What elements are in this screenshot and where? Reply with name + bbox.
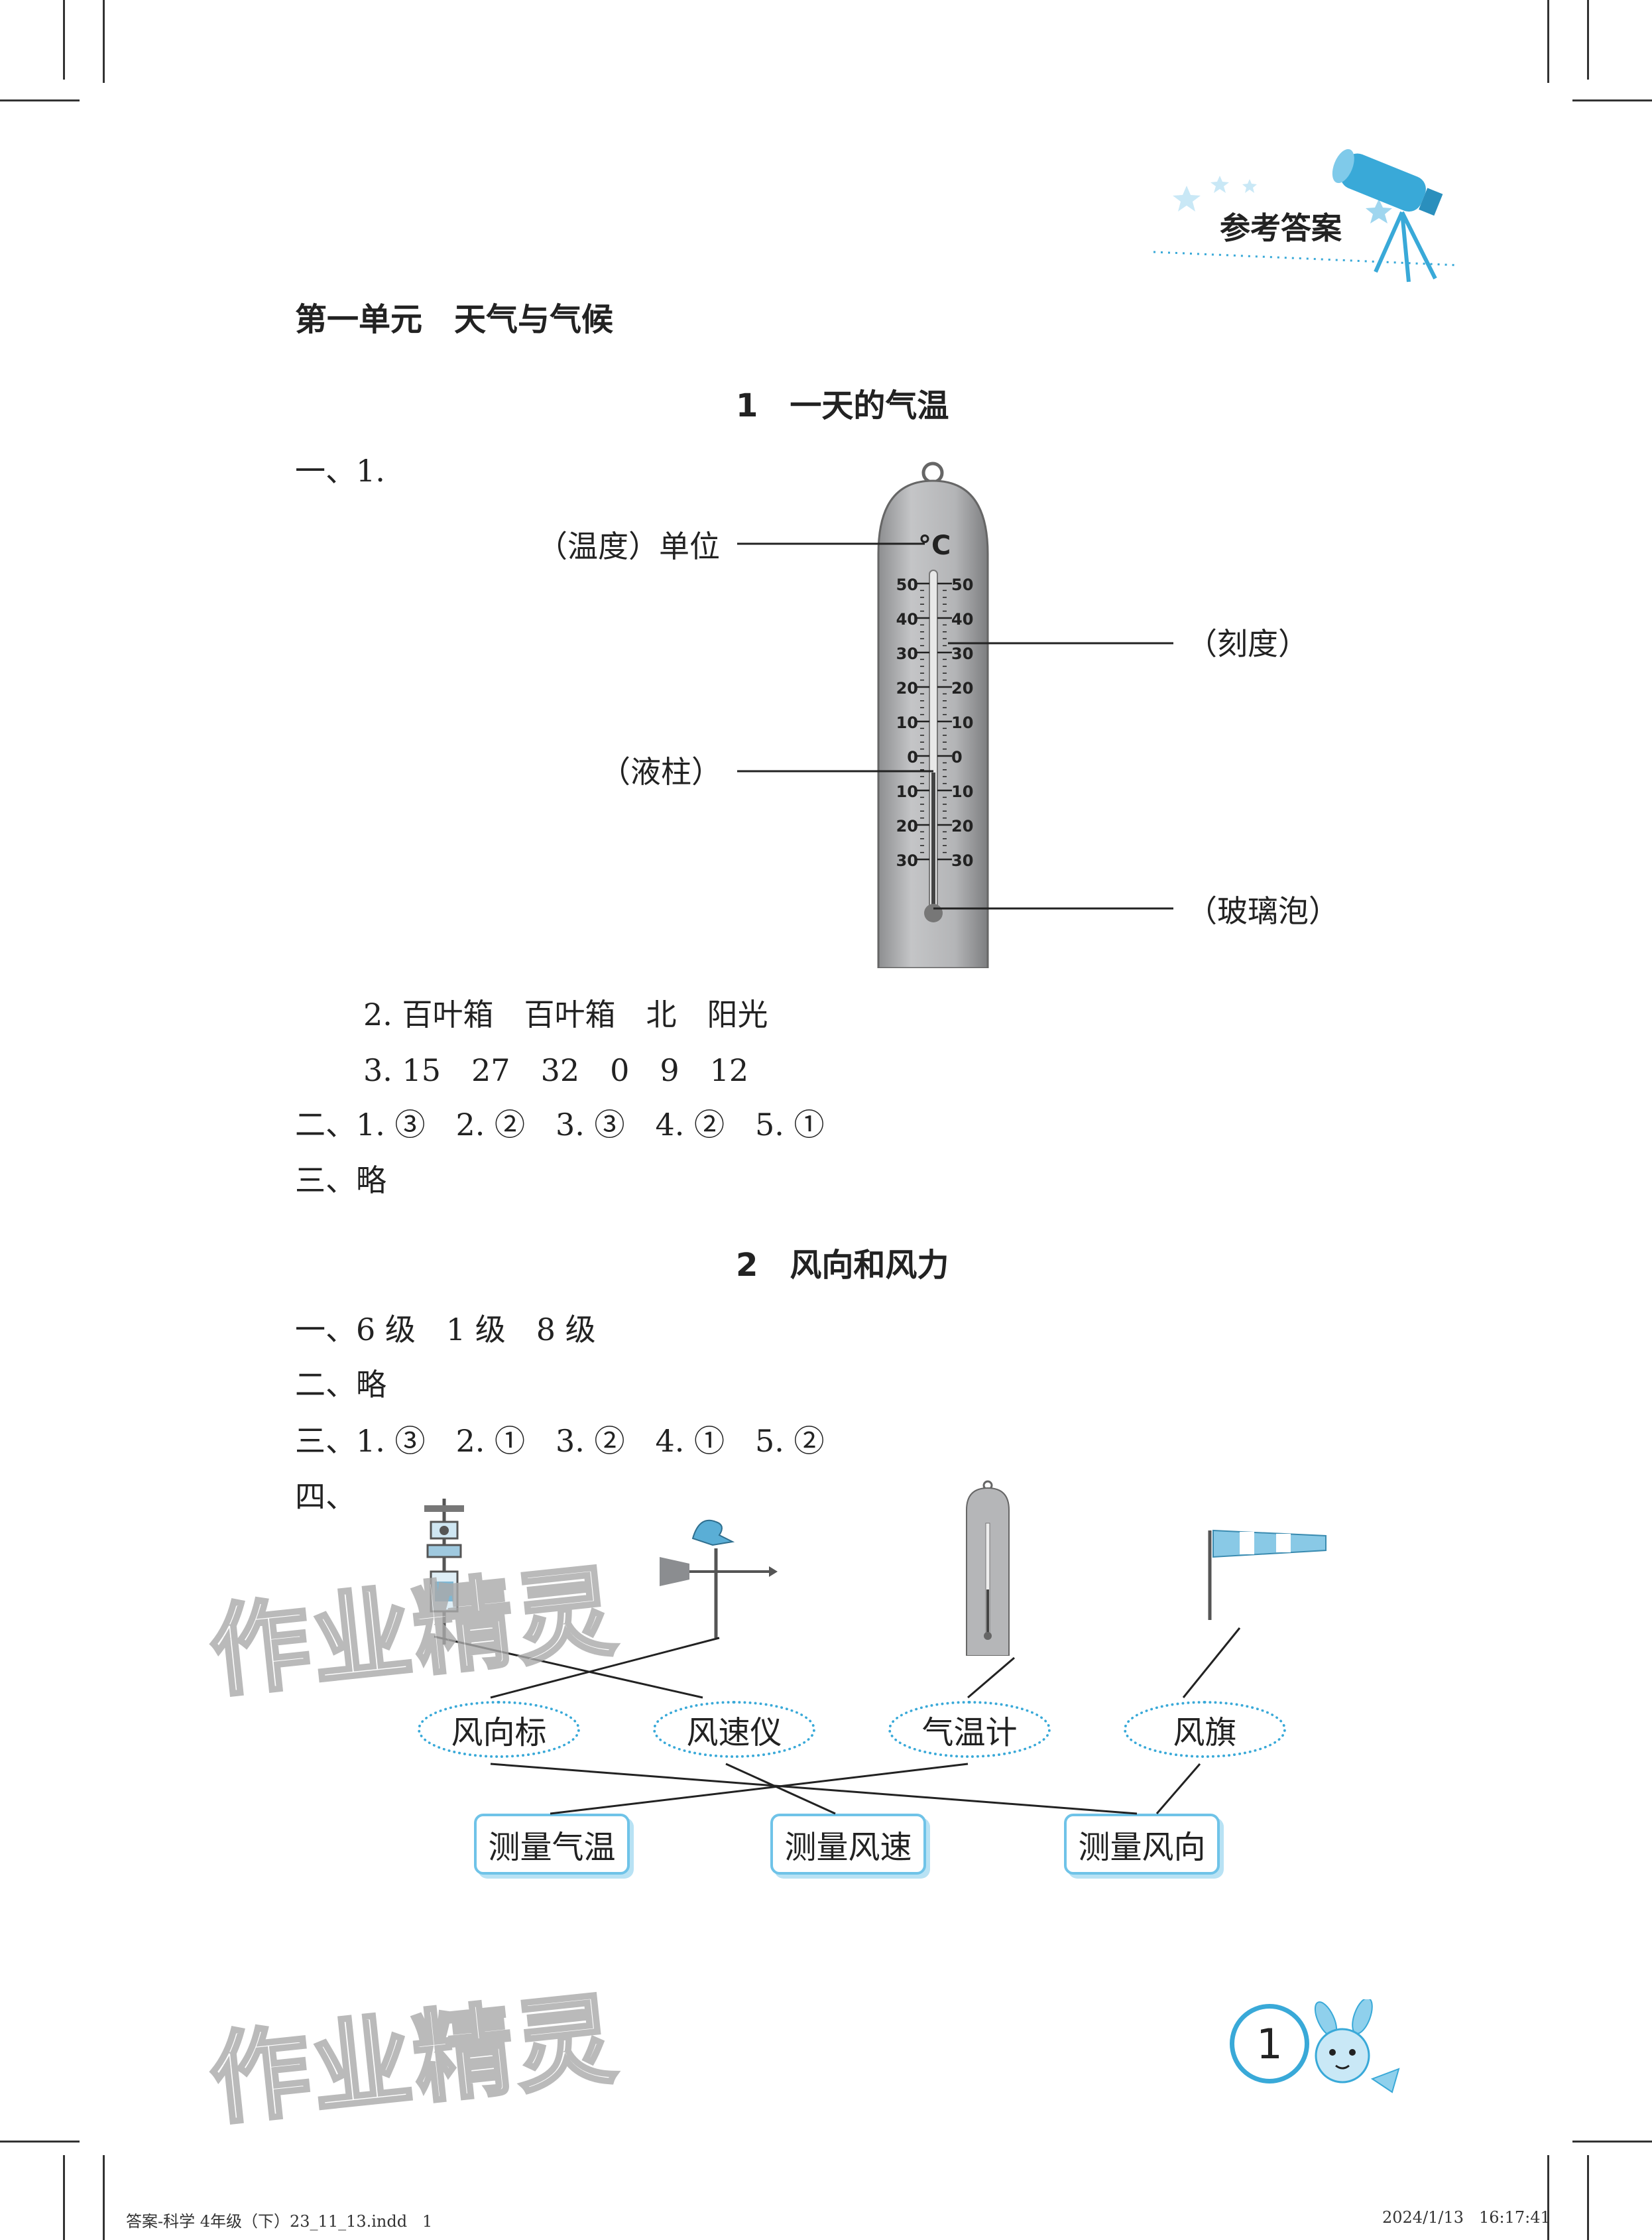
crop-mark (1572, 2141, 1652, 2143)
crop-mark (63, 2155, 65, 2240)
answer-key-title: 参考答案 (1220, 210, 1342, 246)
instrument-oval: 风向标 (418, 1701, 580, 1758)
answer-line: 3. 15 27 32 0 9 12 (363, 1052, 749, 1088)
crop-mark (103, 2155, 105, 2240)
crop-mark (1587, 2155, 1589, 2240)
scale-number-right: 20 (951, 817, 974, 836)
purpose-box: 测量气温 (474, 1814, 630, 1875)
purpose-box: 测量风速 (770, 1814, 926, 1875)
scale-number-right: 30 (951, 851, 974, 870)
crop-mark (103, 0, 105, 83)
wind-vane-icon (660, 1519, 778, 1638)
scale-number-left: 0 (907, 748, 918, 767)
purpose-box: 测量风向 (1064, 1814, 1220, 1875)
footer-file: 答案-科学 4年级（下）23_11_13.indd 1 (126, 2212, 433, 2231)
instrument-oval: 风旗 (1124, 1701, 1286, 1758)
answer-line: 三、略 (295, 1162, 386, 1198)
scale-number-left: 30 (896, 851, 918, 870)
scale-number-left: 20 (896, 817, 918, 836)
scale-number-left: 40 (896, 610, 918, 629)
label-unit: （温度）单位 (537, 529, 720, 564)
crop-mark (1547, 2155, 1549, 2240)
anemometer-icon (424, 1499, 464, 1645)
instrument-oval: 风速仪 (653, 1701, 815, 1758)
crop-mark (0, 2141, 80, 2143)
crop-mark (63, 0, 65, 80)
scale-number-right: 10 (951, 782, 974, 801)
scale-number-left: 20 (896, 679, 918, 698)
question-label: 一、1. (295, 453, 385, 489)
lesson-title: 2 风向和风力 (736, 1247, 949, 1284)
scale-number-left: 50 (896, 576, 918, 594)
scale-number-left: 10 (896, 714, 918, 732)
page-number: 1 (1256, 2019, 1283, 2068)
answer-line: 二、1. ③ 2. ② 3. ③ 4. ② 5. ① (295, 1107, 825, 1143)
degree-symbol: °C (918, 530, 951, 561)
label-bulb: （玻璃泡） (1187, 893, 1339, 929)
thermometer-small-icon (966, 1480, 1010, 1656)
scale-number-left: 30 (896, 645, 918, 663)
scale-number-right: 50 (951, 576, 974, 594)
footer-datetime: 2024/1/13 16:17:41 (1382, 2208, 1551, 2227)
lesson-title: 1 一天的气温 (736, 387, 949, 424)
scale-number-left: 10 (896, 782, 918, 801)
label-column: （液柱） (600, 754, 722, 790)
scale-number-right: 30 (951, 645, 974, 663)
scale-number-right: 10 (951, 714, 974, 732)
crop-mark (1547, 0, 1549, 83)
answer-line: 三、1. ③ 2. ① 3. ② 4. ① 5. ② (295, 1423, 825, 1459)
crop-mark (1587, 0, 1589, 80)
answer-line: 2. 百叶箱 百叶箱 北 阳光 (363, 997, 768, 1032)
telescope-icon (1153, 149, 1459, 282)
matching-lines (434, 1627, 1241, 1815)
windsock-icon (1208, 1529, 1327, 1620)
label-scale: （刻度） (1187, 626, 1309, 662)
question-label: 四、 (295, 1479, 356, 1515)
leader-lines (737, 542, 1173, 910)
crop-mark (1572, 99, 1652, 101)
scale-number-right: 20 (951, 679, 974, 698)
instrument-oval: 气温计 (888, 1701, 1051, 1758)
scale-number-right: 40 (951, 610, 974, 629)
page-number-circle: 1 (1230, 2004, 1309, 2084)
answer-line: 一、6 级 1 级 8 级 (295, 1312, 596, 1347)
crop-mark (0, 99, 80, 101)
unit-title: 第一单元 天气与气候 (295, 301, 614, 338)
scale-ticks (915, 582, 952, 861)
answer-line: 二、略 (295, 1367, 386, 1402)
scale-number-right: 0 (951, 748, 963, 767)
bunny-mascot-icon (1314, 1999, 1400, 2093)
